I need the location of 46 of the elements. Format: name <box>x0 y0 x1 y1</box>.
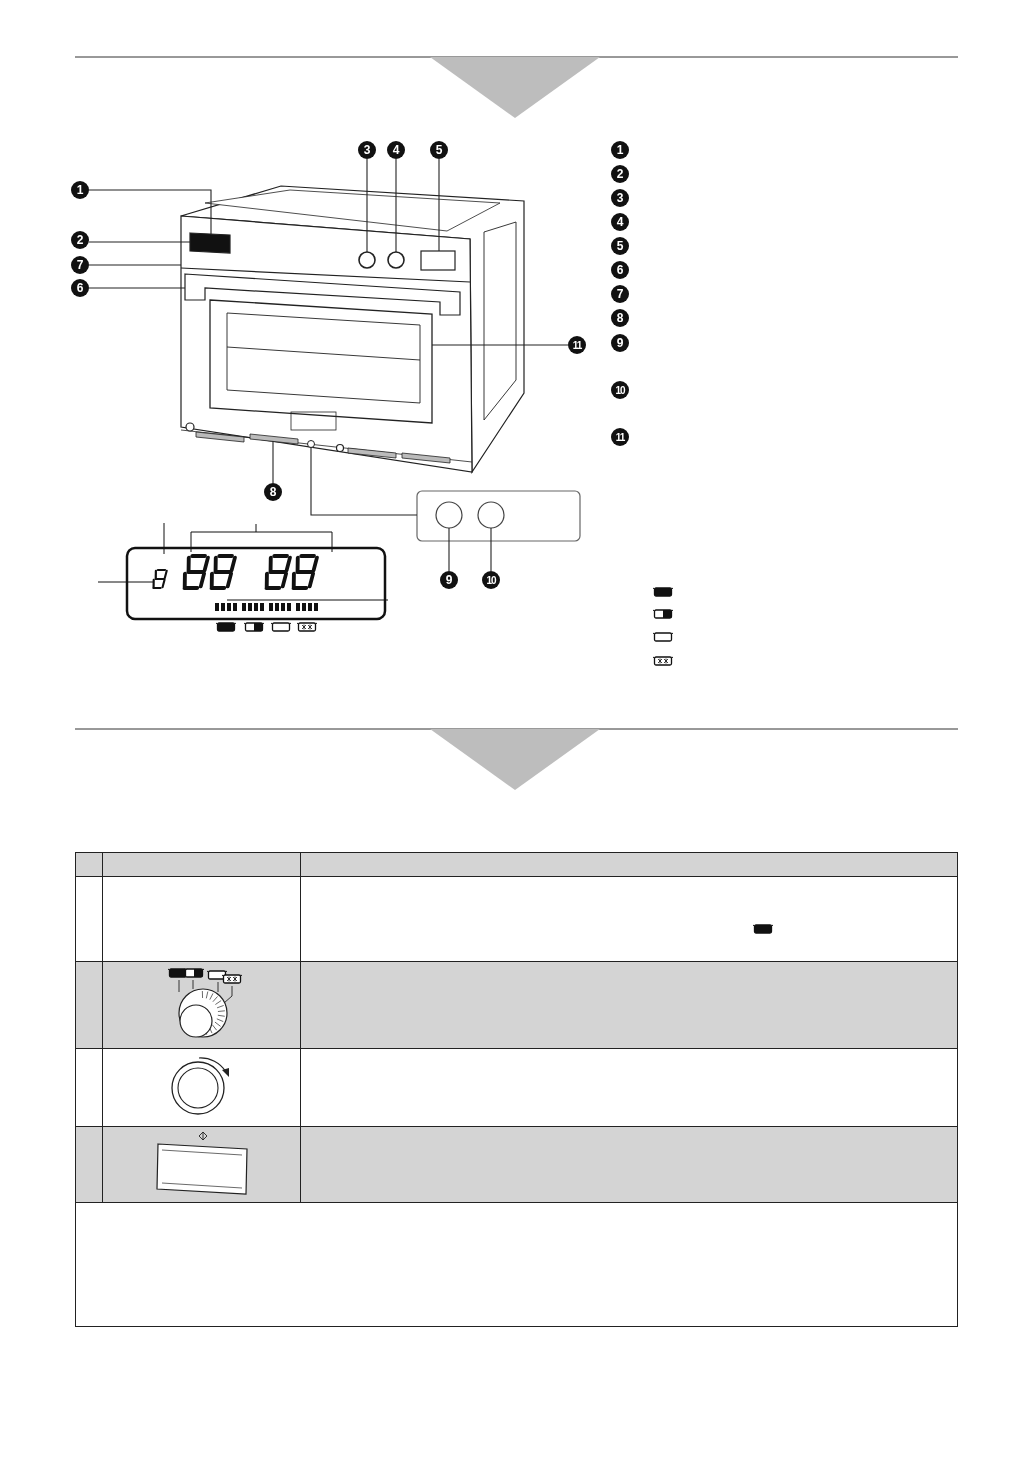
callout-number: 5 <box>430 141 448 159</box>
leader-line <box>366 158 368 253</box>
leader-line <box>88 264 182 266</box>
callout-number: 10 <box>482 571 500 589</box>
air-vent <box>249 433 299 445</box>
inset-panel <box>416 490 581 542</box>
callout-number: 4 <box>611 213 629 231</box>
callout-number: 2 <box>71 231 89 249</box>
leader-line <box>431 344 569 346</box>
selector-knob <box>358 251 376 269</box>
callout-number: 2 <box>611 165 629 183</box>
callout-number: 3 <box>611 189 629 207</box>
leader-line <box>448 527 450 572</box>
leader-line <box>88 189 212 235</box>
callout-number: 9 <box>611 334 629 352</box>
leader-line <box>438 158 440 252</box>
leader-line <box>490 527 492 572</box>
display-window <box>189 232 231 254</box>
leader-line <box>272 440 274 484</box>
microwave-oven-drawing <box>180 185 525 474</box>
leader-line <box>88 241 191 243</box>
callout-number: 8 <box>264 483 282 501</box>
callout-number: 7 <box>71 256 89 274</box>
door-handle <box>184 273 461 316</box>
leader-line <box>395 158 397 253</box>
callout-number: 6 <box>71 279 89 297</box>
door-window <box>209 299 433 424</box>
callout-number: 1 <box>71 181 89 199</box>
round-button <box>477 501 505 529</box>
callout-number: 7 <box>611 285 629 303</box>
leader-line <box>88 287 186 289</box>
start-button <box>420 250 456 271</box>
callout-number: 10 <box>611 381 629 399</box>
callout-number: 5 <box>611 237 629 255</box>
callout-number: 8 <box>611 309 629 327</box>
round-button <box>435 501 463 529</box>
callout-number: 3 <box>358 141 376 159</box>
callout-number: 11 <box>611 428 629 446</box>
leader-line <box>310 446 418 516</box>
callout-number: 11 <box>568 336 586 354</box>
callout-number: 4 <box>387 141 405 159</box>
callout-number: 6 <box>611 261 629 279</box>
callout-number: 1 <box>611 141 629 159</box>
screw-hole <box>307 440 315 448</box>
callout-number: 9 <box>440 571 458 589</box>
timer-knob <box>387 251 405 269</box>
